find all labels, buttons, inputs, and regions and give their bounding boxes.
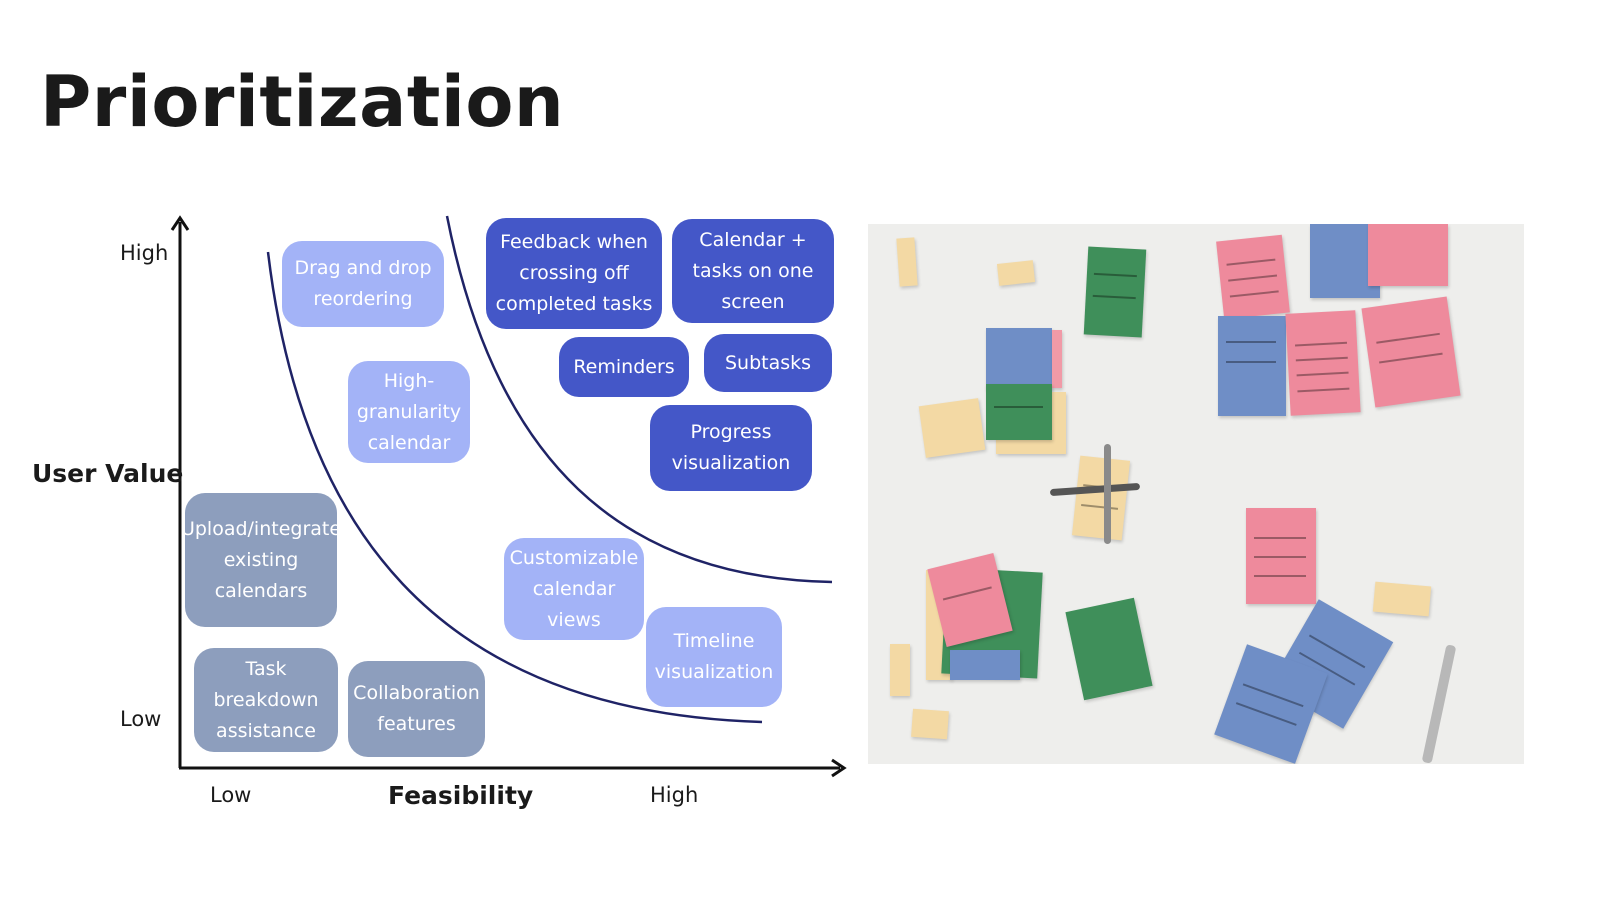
feature-timeline: Timeline visualization — [646, 607, 782, 707]
sticky-note-blue — [986, 328, 1052, 390]
x-axis-low-label: Low — [210, 783, 252, 807]
feature-subtasks: Subtasks — [704, 334, 832, 392]
sticky-note-blue — [1218, 316, 1286, 416]
x-axis-title: Feasibility — [388, 781, 534, 810]
feature-customizable-views: Customizable calendar views — [504, 538, 644, 640]
sticky-note-pink — [1246, 508, 1316, 604]
marker-pen — [1104, 444, 1111, 544]
sticky-note-blue — [950, 650, 1020, 680]
sticky-notes-photo — [868, 224, 1524, 764]
sticky-note-yellow — [890, 644, 910, 696]
sticky-note-yellow — [896, 237, 918, 287]
y-axis-title: User Value — [32, 459, 184, 488]
pencil — [1421, 644, 1457, 764]
feature-task-breakdown: Task breakdown assistance — [194, 648, 338, 752]
x-axis-high-label: High — [650, 783, 699, 807]
feature-feedback: Feedback when crossing off completed tas… — [486, 218, 662, 329]
page-title: Prioritization — [40, 61, 565, 143]
x-axis-arrow-icon — [831, 758, 847, 778]
sticky-note-green — [1083, 246, 1147, 338]
sticky-note-yellow — [918, 398, 986, 458]
top-tier-boundary-curve — [445, 215, 833, 584]
sticky-note-yellow — [911, 708, 949, 740]
sticky-note-yellow — [1071, 455, 1131, 541]
sticky-note-green — [1065, 597, 1153, 701]
sticky-note-pink — [1361, 296, 1461, 408]
feature-progress: Progress visualization — [650, 405, 812, 491]
y-axis-low-label: Low — [120, 707, 162, 731]
feature-collaboration: Collaboration features — [348, 661, 485, 757]
feature-drag-drop: Drag and drop reordering — [282, 241, 444, 327]
feature-upload-integrate: Upload/integrate existing calendars — [181, 493, 341, 627]
sticky-note-yellow — [996, 260, 1036, 286]
sticky-note-green — [986, 384, 1052, 440]
sticky-note-pink — [1285, 310, 1361, 416]
sticky-note-yellow — [1372, 581, 1432, 617]
feature-reminders: Reminders — [559, 337, 689, 397]
y-axis-high-label: High — [120, 241, 169, 265]
sticky-note-pink — [1368, 224, 1448, 286]
prioritization-matrix — [170, 215, 847, 778]
low-tier-boundary-curve — [266, 251, 763, 724]
sticky-note-pink — [1216, 234, 1290, 320]
sticky-note-pink — [1052, 330, 1062, 388]
y-axis-arrow-icon — [170, 215, 190, 231]
feature-calendar-tasks: Calendar + tasks on one screen — [672, 219, 834, 323]
feature-high-granularity: High-granularity calendar — [348, 361, 470, 463]
